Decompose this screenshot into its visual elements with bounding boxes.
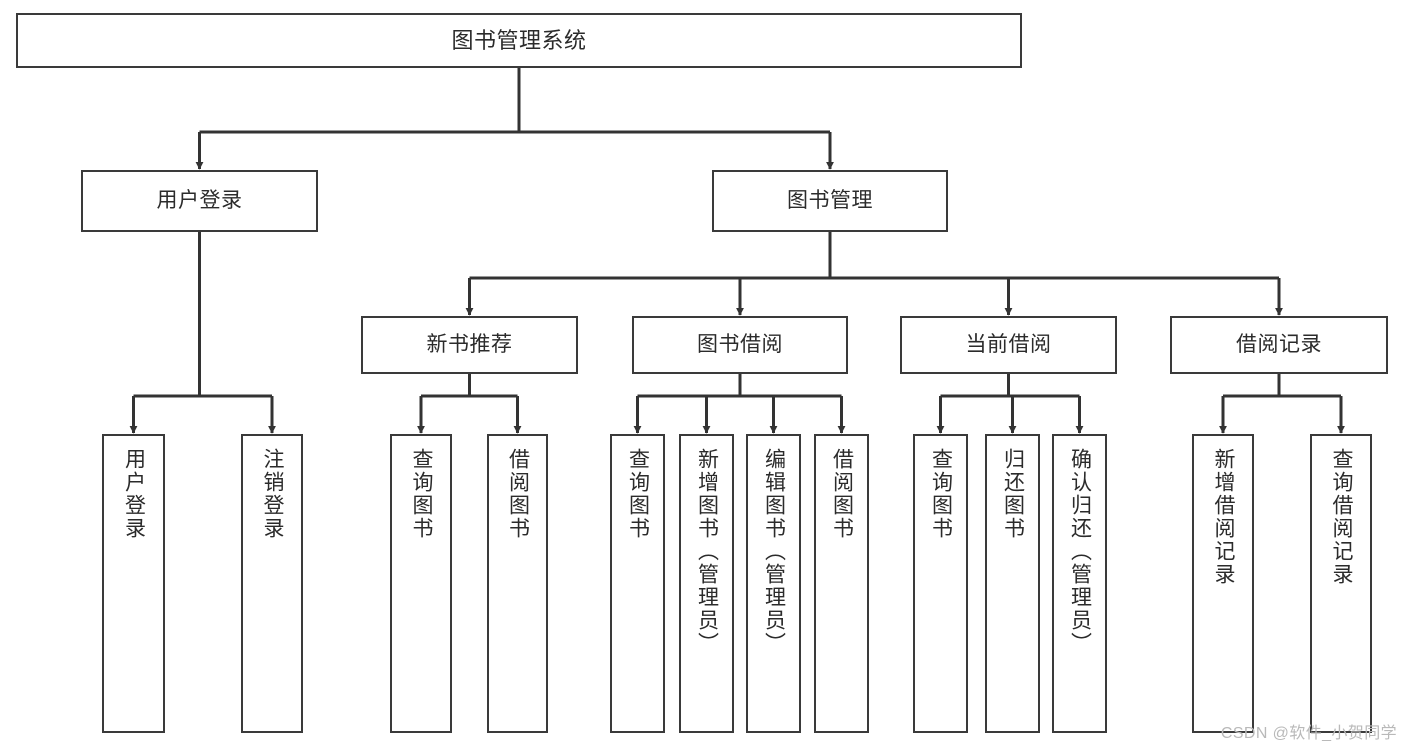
edges [129, 68, 1345, 434]
node-leaf-query-rec[interactable]: 查询借阅记录 [1310, 434, 1372, 733]
node-leaf-edit-book[interactable]: 编辑图书（管理员） [746, 434, 801, 733]
node-label: 新增图书（管理员） [695, 448, 719, 655]
node-leaf-query-2[interactable]: 查询图书 [610, 434, 665, 733]
node-leaf-query-3[interactable]: 查询图书 [913, 434, 968, 733]
node-label: 查询图书 [626, 448, 650, 540]
node-label: 图书管理 [787, 188, 873, 212]
node-label: 查询图书 [410, 448, 434, 540]
node-leaf-add-rec[interactable]: 新增借阅记录 [1192, 434, 1254, 733]
node-leaf-return[interactable]: 归还图书 [985, 434, 1040, 733]
node-label: 新书推荐 [426, 332, 513, 356]
node-leaf-query-1[interactable]: 查询图书 [390, 434, 452, 733]
node-leaf-confirm[interactable]: 确认归还（管理员） [1052, 434, 1107, 733]
node-book-manage[interactable]: 图书管理 [712, 170, 948, 232]
node-root[interactable]: 图书管理系统 [16, 13, 1022, 68]
node-label: 借阅图书 [506, 448, 530, 540]
node-leaf-borrow-2[interactable]: 借阅图书 [814, 434, 869, 733]
node-label: 查询图书 [929, 448, 953, 540]
node-new-book-rec[interactable]: 新书推荐 [361, 316, 578, 374]
node-user-login[interactable]: 用户登录 [81, 170, 318, 232]
node-book-borrow[interactable]: 图书借阅 [632, 316, 848, 374]
node-borrow-record[interactable]: 借阅记录 [1170, 316, 1388, 374]
node-label: 借阅图书 [830, 448, 854, 540]
node-current-borrow[interactable]: 当前借阅 [900, 316, 1117, 374]
node-label: 注销登录 [261, 448, 285, 540]
node-leaf-borrow-1[interactable]: 借阅图书 [487, 434, 548, 733]
node-label: 图书管理系统 [451, 27, 587, 53]
node-label: 编辑图书（管理员） [762, 448, 786, 655]
node-leaf-logout[interactable]: 注销登录 [241, 434, 303, 733]
node-label: 新增借阅记录 [1212, 448, 1236, 586]
node-label: 查询借阅记录 [1330, 448, 1354, 586]
watermark: CSDN @软件_小贺同学 [1220, 725, 1397, 742]
node-label: 借阅记录 [1236, 332, 1322, 356]
node-label: 归还图书 [1001, 448, 1025, 540]
node-label: 用户登录 [156, 188, 243, 212]
node-label: 当前借阅 [965, 332, 1052, 356]
node-label: 用户登录 [122, 448, 146, 540]
node-leaf-user-login[interactable]: 用户登录 [102, 434, 165, 733]
node-leaf-add-book[interactable]: 新增图书（管理员） [679, 434, 734, 733]
node-label: 图书借阅 [697, 332, 783, 356]
node-label: 确认归还（管理员） [1068, 448, 1092, 655]
